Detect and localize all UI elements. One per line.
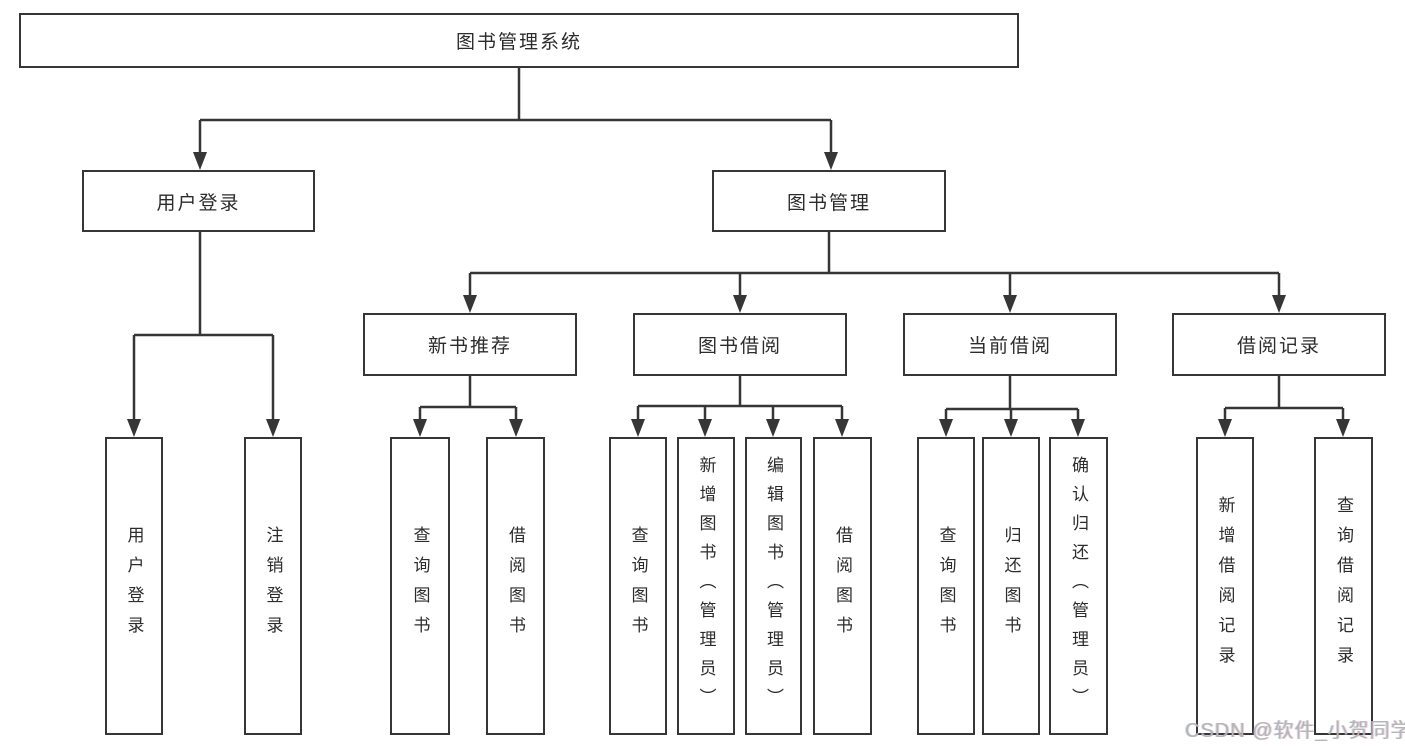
leaf-add-book-admin: 新增图书（管理员） — [677, 437, 735, 735]
leaf-logout: 注销登录 — [244, 437, 302, 735]
leaf-query-books-current: 查询图书 — [917, 437, 975, 735]
connector-bookborrow-group — [636, 376, 844, 421]
node-borrow-records: 借阅记录 — [1172, 313, 1386, 376]
node-new-book-recommend: 新书推荐 — [363, 313, 577, 376]
csdn-watermark: CSDN @软件_小贺同学 — [1185, 720, 1405, 742]
leaf-borrow-books-recommend: 借阅图书 — [486, 437, 545, 735]
leaf-user-login: 用户登录 — [105, 437, 163, 735]
node-current-borrow: 当前借阅 — [903, 313, 1117, 376]
connector-userlogin-group — [132, 232, 275, 421]
connector-currentborrow-group — [944, 376, 1080, 421]
leaf-return-book: 归还图书 — [982, 437, 1040, 735]
node-user-login: 用户登录 — [82, 170, 315, 232]
leaf-query-books-recommend: 查询图书 — [390, 437, 450, 735]
node-root-library-system: 图书管理系统 — [19, 13, 1019, 68]
node-book-management: 图书管理 — [712, 170, 946, 232]
leaf-edit-book-admin: 编辑图书（管理员） — [745, 437, 802, 735]
connector-bookmgmt-to-level3 — [468, 232, 1281, 297]
leaf-add-borrow-record: 新增借阅记录 — [1196, 437, 1254, 735]
leaf-query-books-borrow: 查询图书 — [609, 437, 667, 735]
connector-borrowrecords-group — [1223, 376, 1345, 421]
leaf-confirm-return-admin: 确认归还（管理员） — [1049, 437, 1108, 735]
connector-root-to-level2 — [198, 68, 833, 154]
leaf-borrow-books: 借阅图书 — [813, 437, 872, 735]
node-book-borrow: 图书借阅 — [633, 313, 847, 376]
connector-newbook-group — [418, 376, 518, 421]
leaf-query-borrow-record: 查询借阅记录 — [1314, 437, 1373, 735]
